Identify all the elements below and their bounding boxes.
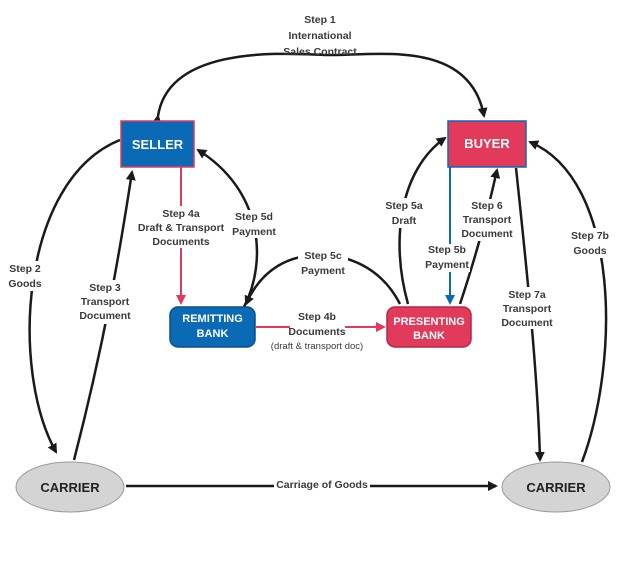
step5a-line2: Draft [392,215,417,227]
presenting-bank-label-line1: PRESENTING [393,316,465,328]
step2-line1: Step 2 [9,263,41,275]
step4b-line1: Step 4b [298,311,336,323]
step4a-label: Step 4a Draft & Transport Documents [138,206,225,248]
step2-label: Step 2 Goods [8,261,42,291]
buyer-node: BUYER [447,120,527,168]
buyer-label: BUYER [464,136,510,151]
step4b-line2: Documents [288,326,345,338]
presenting-bank-node: PRESENTING BANK [386,306,472,348]
step5d-line2: Payment [232,226,276,238]
step4a-line3: Documents [152,236,209,248]
step1-line2: International [288,30,351,42]
carrier-right-node: CARRIER [501,461,611,513]
seller-label: SELLER [132,137,184,152]
step5a-line1: Step 5a [385,200,423,212]
remitting-bank-node: REMITTING BANK [169,306,256,348]
step7b-label: Step 7b Goods [570,228,610,258]
step5c-line2: Payment [301,265,345,277]
step1-line3: Sales Contract [283,46,357,58]
step3-label: Step 3 Transport Document [79,280,132,324]
step2-line2: Goods [8,278,41,290]
step7b-line2: Goods [573,245,606,257]
step7a-line3: Document [501,317,553,329]
carrier-left-node: CARRIER [15,461,125,513]
step5b-line1: Step 5b [428,244,466,256]
step4a-line2: Draft & Transport [138,222,225,234]
step5d-label: Step 5d Payment [232,210,278,238]
step1-line1: Step 1 [304,14,336,26]
step7a-line1: Step 7a [508,289,546,301]
step5d-line1: Step 5d [235,211,273,223]
step3-line3: Document [79,310,131,322]
presenting-bank-label-line2: BANK [413,330,445,342]
step6-line3: Document [461,228,513,240]
carrier-right-label: CARRIER [526,480,586,495]
step5c-line1: Step 5c [304,250,342,262]
step6-line2: Transport [463,214,512,226]
remitting-bank-label-line2: BANK [197,328,229,340]
carriage-text: Carriage of Goods [276,479,368,491]
step4b-label: Step 4b Documents (draft & transport doc… [271,311,363,352]
step6-label: Step 6 Transport Document [461,199,513,241]
step7b-arrow [528,140,608,463]
step7a-label: Step 7a Transport Document [501,287,553,329]
step4a-line1: Step 4a [162,208,200,220]
step4b-line3: (draft & transport doc) [271,341,363,352]
remitting-bank-label-line1: REMITTING [182,313,243,325]
step7b-line1: Step 7b [571,230,609,242]
step6-line1: Step 6 [471,200,503,212]
carrier-left-label: CARRIER [40,480,100,495]
step5a-label: Step 5a Draft [383,198,425,228]
step3-line1: Step 3 [89,282,121,294]
seller-node: SELLER [120,120,195,168]
step1-label: Step 1 International Sales Contract [283,14,357,58]
step3-line2: Transport [81,296,130,308]
step1-arrow [151,52,488,125]
step7a-line2: Transport [503,303,552,315]
step5c-label: Step 5c Payment [298,250,348,278]
carriage-label: Carriage of Goods [274,476,370,494]
step5b-line2: Payment [425,259,469,271]
step5b-label: Step 5b Payment [424,244,470,272]
